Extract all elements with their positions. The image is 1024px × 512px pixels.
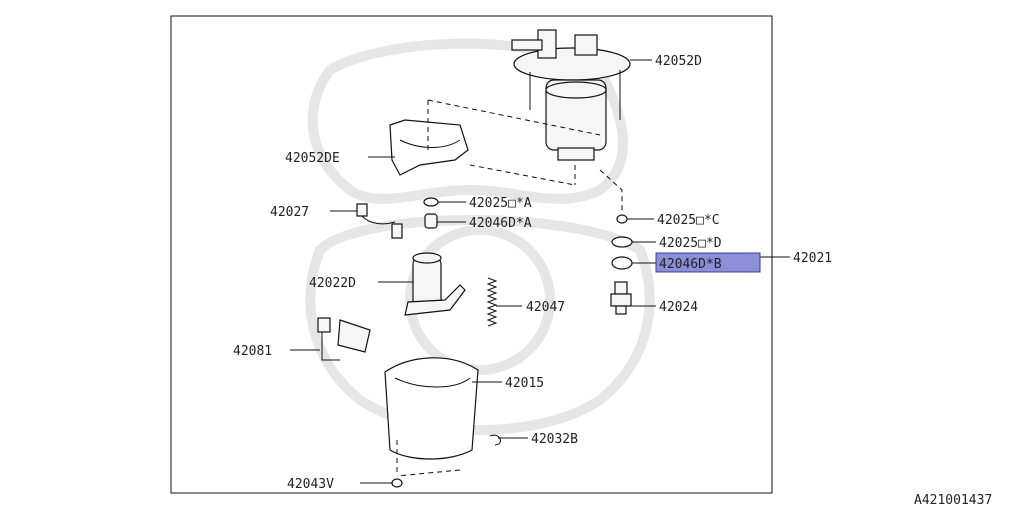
part-42052DE-bracket bbox=[389, 119, 469, 176]
label-42022D: 42022D bbox=[309, 276, 356, 291]
alignment-dashes-bottom bbox=[396, 440, 461, 477]
label-42027: 42027 bbox=[270, 205, 309, 220]
label-42032B: 42032B bbox=[531, 432, 578, 447]
part-42024-valve bbox=[610, 281, 632, 315]
part-42025-C-ring bbox=[616, 214, 628, 224]
part-42027-harness bbox=[356, 203, 403, 239]
part-42022D-pump bbox=[404, 252, 466, 316]
label-42052DE: 42052DE bbox=[285, 151, 340, 166]
label-42025-A: 42025□*A bbox=[469, 196, 532, 211]
label-42081: 42081 bbox=[233, 344, 272, 359]
figure-code: A421001437 bbox=[914, 493, 992, 508]
part-42081-sender bbox=[317, 317, 371, 361]
highlight-box-42046D-B bbox=[655, 252, 761, 273]
label-42046D-B: 42046D*B bbox=[659, 257, 722, 272]
leader-lines bbox=[290, 59, 790, 484]
label-42025-D: 42025□*D bbox=[659, 236, 722, 251]
label-42025-C: 42025□*C bbox=[657, 213, 720, 228]
label-42021: 42021 bbox=[793, 251, 832, 266]
part-42052D-flange-assembly bbox=[511, 29, 631, 161]
label-42024: 42024 bbox=[659, 300, 698, 315]
part-42046D-A-cap bbox=[424, 213, 438, 229]
diagram-frame bbox=[170, 15, 773, 494]
label-42047: 42047 bbox=[526, 300, 565, 315]
label-42046D-A: 42046D*A bbox=[469, 216, 532, 231]
part-42032B-clip bbox=[489, 434, 501, 446]
part-42025-A-ring bbox=[423, 197, 439, 207]
alignment-dashes-right bbox=[599, 169, 623, 213]
part-42043V-plug bbox=[391, 478, 403, 488]
label-42015: 42015 bbox=[505, 376, 544, 391]
label-42052D: 42052D bbox=[655, 54, 702, 69]
part-42046D-B-ring bbox=[611, 256, 633, 270]
part-42047-spring bbox=[486, 277, 498, 327]
label-42043V: 42043V bbox=[287, 477, 334, 492]
part-42025-D-ring bbox=[611, 236, 633, 248]
part-42015-canister bbox=[384, 357, 479, 460]
